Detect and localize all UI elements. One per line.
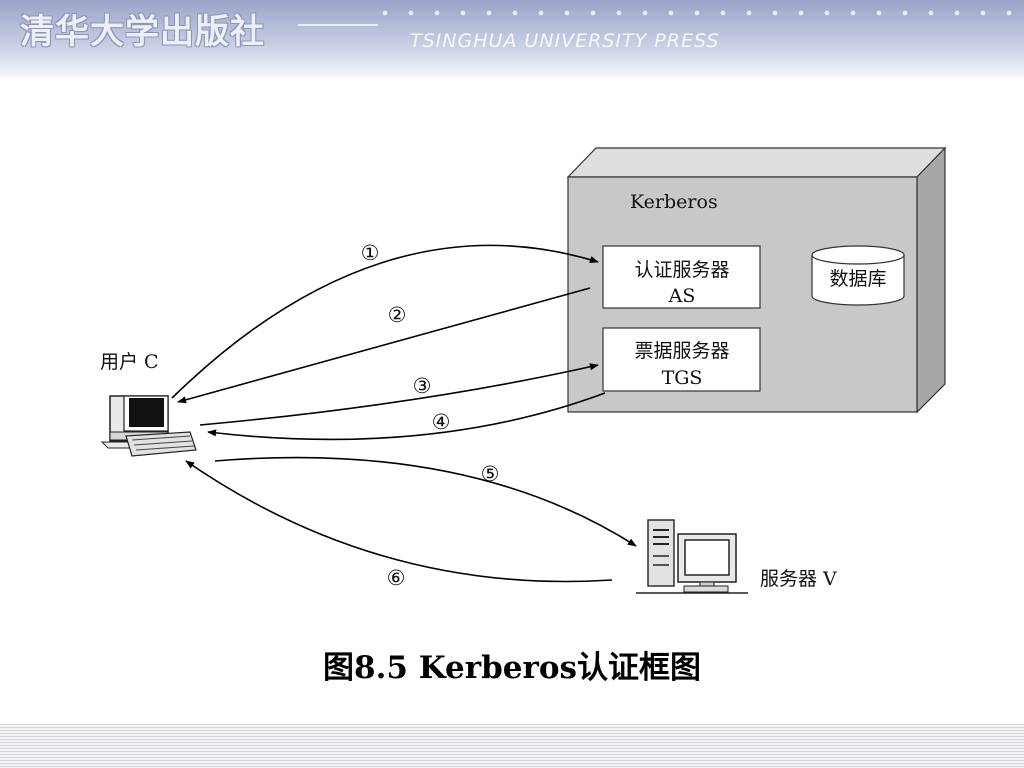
- step-label-1: ①: [361, 241, 380, 265]
- step-label-5: ⑤: [481, 462, 500, 486]
- kerberos-box-side: [916, 146, 946, 414]
- arrow-step-4: [207, 392, 606, 441]
- arrow-step-6: [185, 460, 613, 583]
- step-label-6: ⑥: [387, 566, 406, 590]
- step-label-3: ③: [413, 374, 432, 398]
- arrow-step-2: [177, 287, 591, 404]
- database-label: 数据库: [829, 268, 886, 290]
- server-computer-icon: [636, 519, 748, 594]
- footer-stripes: [0, 724, 1024, 768]
- arrow-step-1: [171, 244, 599, 399]
- database-top: [811, 245, 905, 265]
- header-divider-line: [298, 24, 378, 26]
- ticket-server-abbr: TGS: [662, 367, 703, 389]
- ticket-server-box: 票据服务器 TGS: [602, 327, 761, 392]
- publisher-english-name: TSINGHUA UNIVERSITY PRESS: [410, 30, 720, 52]
- auth-server-box: 认证服务器 AS: [602, 245, 761, 309]
- client-computer-icon: [100, 395, 197, 457]
- ticket-server-rect: [602, 327, 761, 392]
- kerberos-box-top: [566, 147, 947, 178]
- auth-server-rect: [602, 245, 761, 309]
- arrow-step-3: [199, 363, 599, 426]
- database-cylinder: 数据库: [811, 245, 905, 306]
- auth-server-name: 认证服务器: [634, 259, 729, 281]
- step-label-2: ②: [388, 303, 407, 327]
- step-label-4: ④: [432, 410, 451, 434]
- auth-server-abbr: AS: [668, 285, 696, 307]
- client-label: 用户 C: [100, 351, 159, 373]
- header-banner: 清华大学出版社 TSINGHUA UNIVERSITY PRESS: [0, 0, 1024, 80]
- kerberos-label: Kerberos: [630, 191, 718, 213]
- arrow-step-5: [214, 456, 637, 547]
- database-body: [811, 255, 905, 306]
- publisher-chinese-name: 清华大学出版社: [20, 12, 265, 52]
- header-dot-row: [372, 9, 1012, 17]
- figure-caption: 图8.5 Kerberos认证框图: [323, 650, 701, 686]
- ticket-server-name: 票据服务器: [634, 340, 729, 362]
- server-label: 服务器 V: [760, 568, 837, 590]
